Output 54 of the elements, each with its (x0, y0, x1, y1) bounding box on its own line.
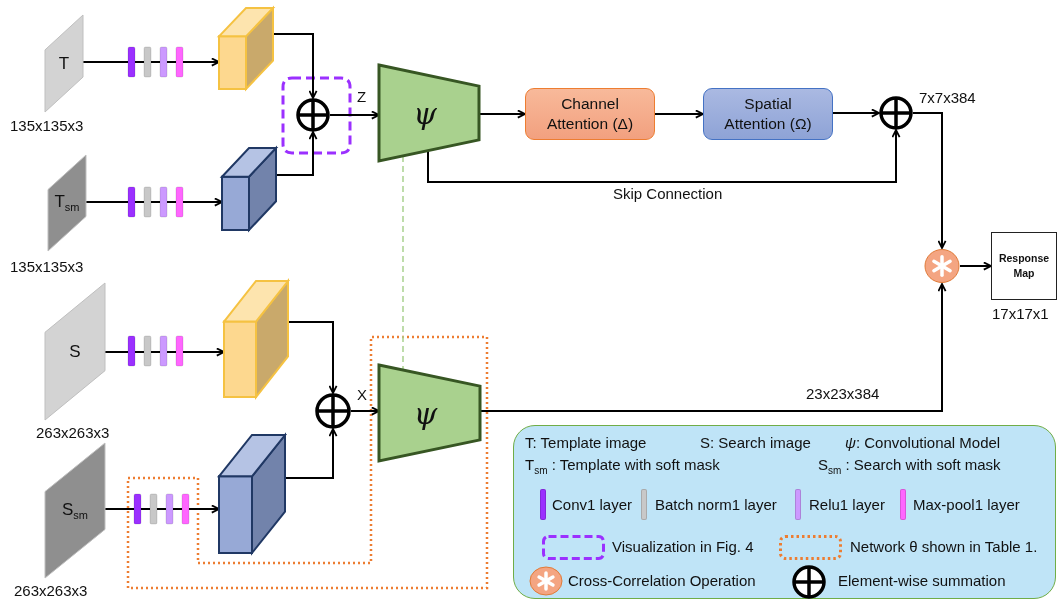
arrow (959, 261, 992, 271)
connector-line (402, 155, 404, 371)
image-plane (45, 443, 105, 578)
arrow (427, 129, 901, 183)
legend-text: Conv1 layer (552, 496, 633, 513)
plane-label: T (58, 53, 70, 74)
legend-text: S$_{sm}$ : Search with soft mask (818, 456, 1001, 476)
image-plane (45, 15, 83, 112)
legend-text: ψ: Convolutional Model (845, 434, 1001, 451)
summation-symbol (879, 96, 913, 130)
arrow (832, 108, 880, 118)
dimension-text: 135x135x3 (10, 258, 84, 275)
arrow (85, 197, 223, 207)
psi-symbol: ψ (413, 95, 437, 131)
feature-cube (219, 8, 273, 89)
feature-cube (222, 148, 276, 230)
legend-text: S: Search image (700, 434, 811, 451)
arrow (104, 504, 220, 514)
attention-box: Channel Attention (Δ) (525, 88, 655, 140)
image-plane (48, 155, 86, 251)
legend-text: Visualization in Fig. 4 (612, 538, 754, 555)
convolutional-model-block (379, 65, 479, 161)
summation-symbol (315, 393, 351, 429)
legend-text: Element-wise summation (838, 572, 1006, 589)
arrow (104, 347, 225, 357)
edge-label: Skip Connection (612, 185, 724, 202)
arrow (82, 57, 220, 67)
summation-symbol (296, 98, 330, 132)
dimension-text: 263x263x3 (14, 582, 88, 599)
feature-cube (219, 435, 285, 553)
response-map-box: Response Map (991, 232, 1057, 300)
legend-text: Max-pool1 layer (913, 496, 1020, 513)
legend-text: Batch norm1 layer (655, 496, 777, 513)
dimension-text: 263x263x3 (36, 424, 110, 441)
arrow (654, 109, 704, 119)
image-plane (45, 283, 105, 420)
plane-label: S (69, 341, 81, 362)
cross-correlation-symbol (924, 248, 960, 284)
arrow (329, 110, 380, 120)
attention-box: Spatial Attention (Ω) (703, 88, 833, 140)
legend-text: Cross-Correlation Operation (568, 572, 756, 589)
arrow (350, 406, 380, 416)
legend-text: Network θ shown in Table 1. (850, 538, 1038, 555)
psi-symbol: ψ (413, 395, 438, 431)
legend-text: Relu1 layer (809, 496, 885, 513)
dimension-text: 135x135x3 (10, 117, 84, 134)
legend-text: T$_{sm}$ : Template with soft mask (525, 456, 720, 476)
arrow (912, 112, 947, 249)
convolutional-model-block (379, 365, 480, 461)
feature-cube (224, 281, 288, 397)
legend-text: T: Template image (525, 434, 647, 451)
plane-label: T$_{sm}$ (54, 192, 80, 214)
dimension-text: 17x17x1 (992, 305, 1049, 322)
plane-label: S$_{sm}$ (62, 499, 88, 522)
